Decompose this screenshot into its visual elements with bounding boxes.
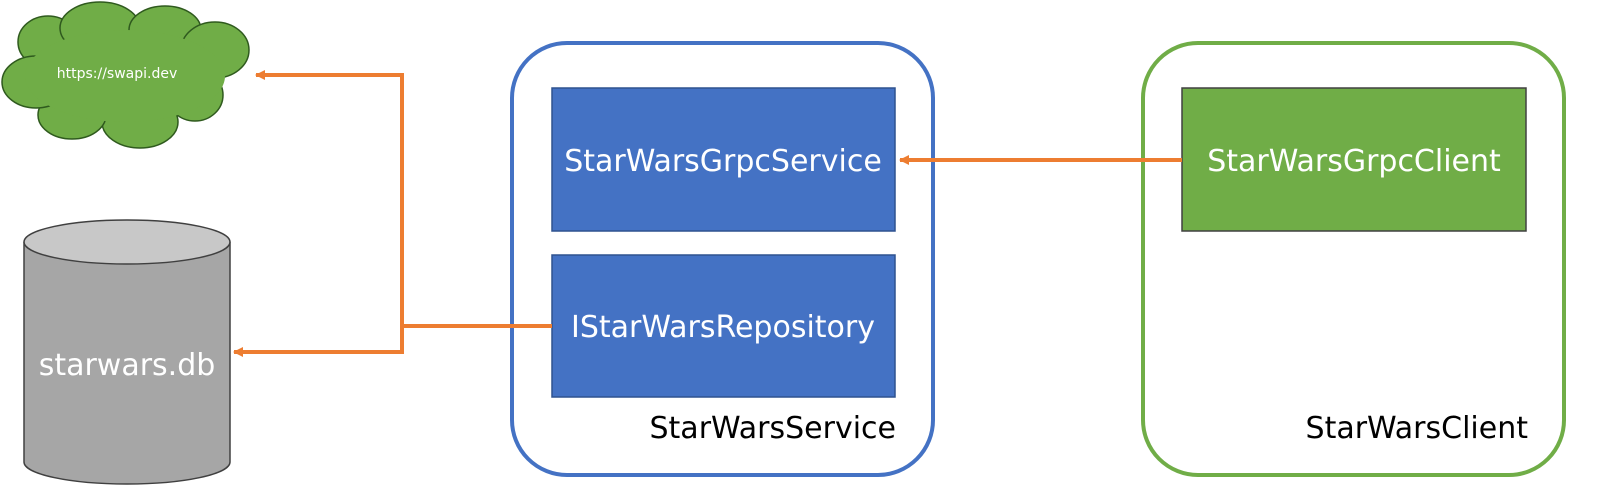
repository-box	[551, 254, 896, 398]
cloud-node: https://swapi.dev	[1, 1, 250, 149]
grpc-service-label: StarWarsGrpcService	[564, 144, 882, 179]
service-container-label: StarWarsService	[650, 411, 897, 446]
client-container: StarWarsGrpcClient StarWarsClient	[1141, 41, 1566, 477]
grpc-client-label: StarWarsGrpcClient	[1207, 144, 1501, 179]
cloud-icon	[1, 1, 250, 149]
service-container: StarWarsGrpcService IStarWarsRepository …	[510, 41, 935, 477]
database-label: starwars.db	[39, 348, 216, 383]
client-container-label: StarWarsClient	[1306, 411, 1529, 446]
repository-label: IStarWarsRepository	[571, 310, 875, 345]
grpc-client-box	[1181, 87, 1527, 232]
grpc-service-box	[551, 87, 896, 232]
cloud-label: https://swapi.dev	[57, 66, 178, 82]
repository-to-cloud-arrow	[255, 70, 552, 328]
database-icon	[23, 219, 231, 485]
repository-to-database-arrow	[233, 326, 404, 357]
database-node: starwars.db	[23, 219, 231, 485]
